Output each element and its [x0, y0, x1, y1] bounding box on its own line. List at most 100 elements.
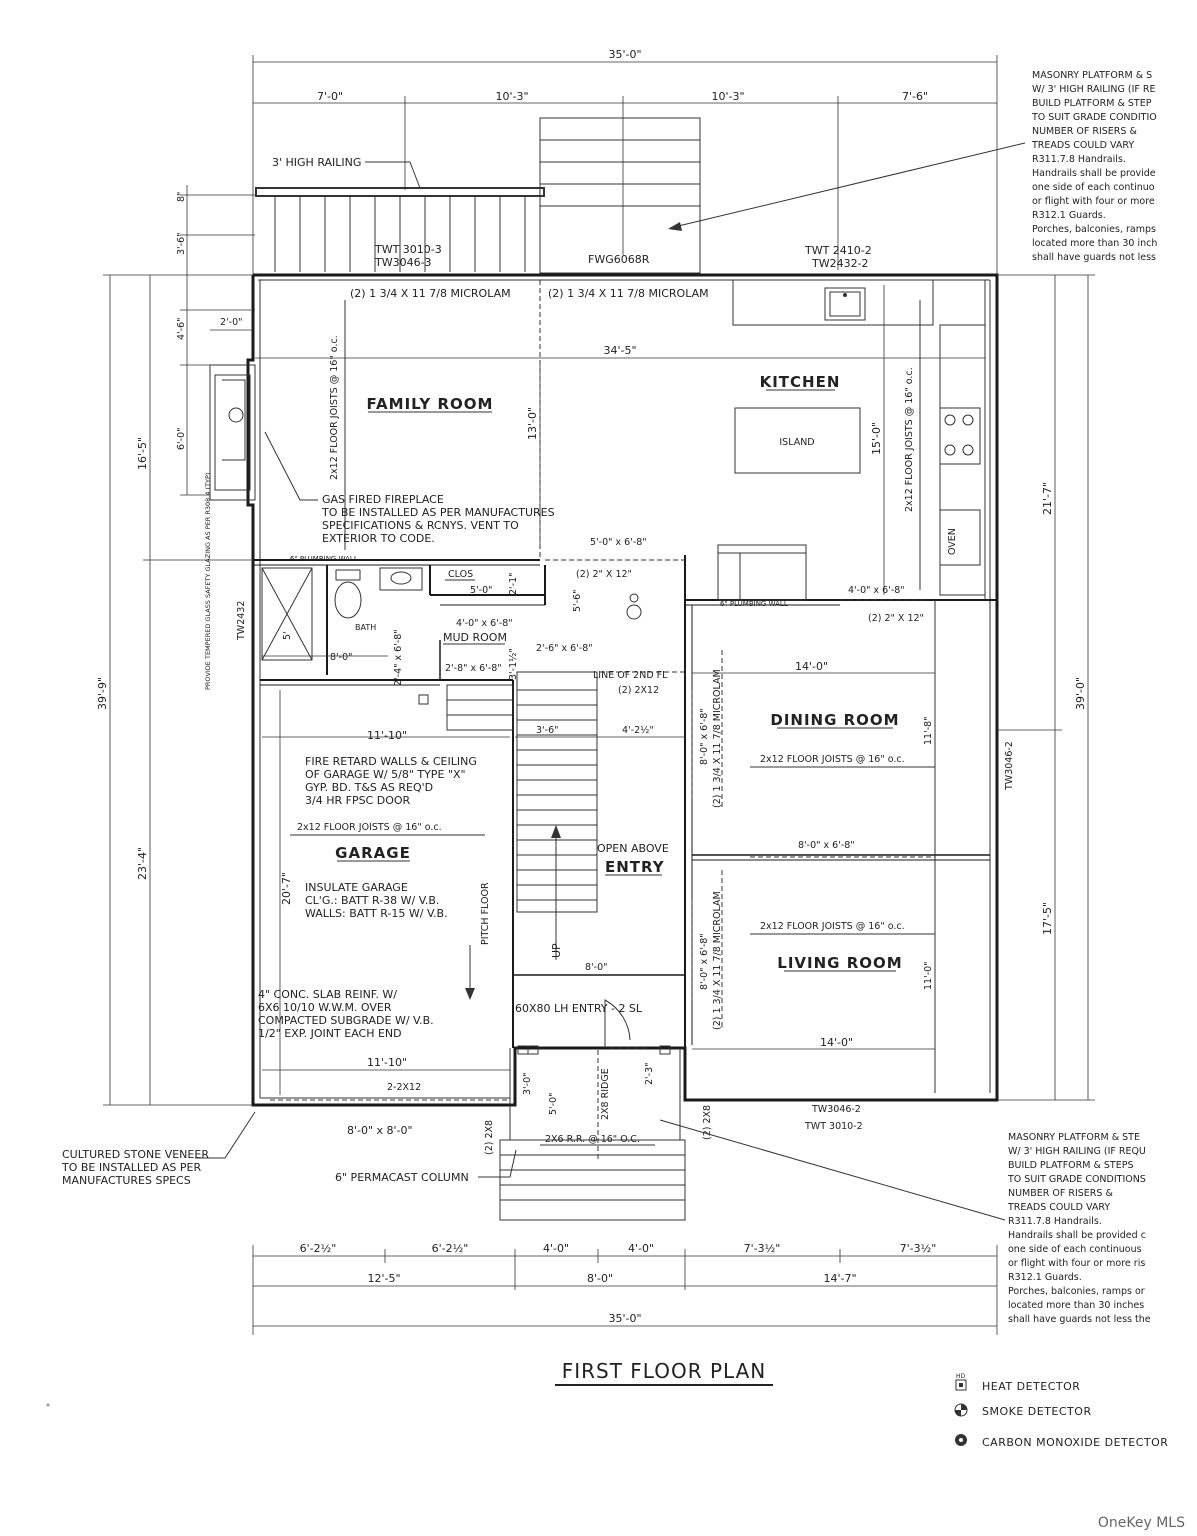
living-11-dim: 11'-0": [923, 961, 934, 990]
garage-1110-dim: 11'-10": [367, 729, 407, 742]
stone-veneer-note: CULTURED STONE VENEER TO BE INSTALLED AS…: [61, 1111, 256, 1187]
kitchen-15-dim: 15'-0": [870, 422, 883, 455]
entry-width-dim: 4'-2½": [622, 725, 654, 736]
note-bottom-10: or flight with four or more ris: [1008, 1258, 1145, 1269]
microlam-2: (2) 1 3/4 X 11 7/8 MICROLAM: [548, 287, 709, 300]
left-dim-a: 8": [176, 192, 187, 202]
smoke-detector-entry: [626, 604, 642, 620]
svg-text:HD: HD: [956, 1373, 966, 1380]
note-top-14: shall have guards not less: [1032, 252, 1156, 263]
tempered-glass-note: PROVIDE TEMPERED GLASS SAFETY GLAZING AS…: [204, 473, 212, 690]
fireplace: [209, 364, 256, 501]
porch-header-left: (2) 2X8: [484, 1120, 495, 1155]
insulate-note-3: WALLS: BATT R-15 W/ V.B.: [305, 907, 448, 920]
family-13-dim: 13'-0": [526, 407, 539, 440]
fire-note-3: GYP. BD. T&S AS REQ'D: [305, 781, 433, 794]
overall-bottom-dim: 35'-0": [608, 1312, 641, 1325]
right-lower-dim: 17'-5": [1041, 902, 1054, 935]
legend: HD HEAT DETECTOR SMOKE DETECTOR CARBON M…: [954, 1373, 1168, 1449]
living-window-1: TW3046-2: [811, 1104, 861, 1115]
oven-label: OVEN: [947, 528, 958, 555]
code-note-top: MASONRY PLATFORM & S W/ 3' HIGH RAILING …: [668, 70, 1157, 263]
stone-note-3: MANUFACTURES SPECS: [62, 1174, 191, 1187]
garage-door-label: 8'-0" x 8'-0": [347, 1124, 413, 1137]
left-dimensions: 39'-9" 16'-5" 23'-4" 8" 3'-6" 4'-6" 6'-0…: [96, 185, 255, 1106]
note-top-7: R311.7.8 Handrails.: [1032, 154, 1126, 165]
right-dimensions: 39'-0" 21'-7" 17'-5" TW3046-2: [997, 274, 1095, 1101]
header-2x12-a: (2) 2" X 12": [576, 569, 632, 580]
bottom-seg-a2: 6'-2½": [432, 1242, 469, 1255]
note-bottom-4: TO SUIT GRADE CONDITIONS: [1007, 1174, 1146, 1185]
slab-note-2: 6X6 10/10 W.W.M. OVER: [258, 1001, 392, 1014]
bottom-seg-b3: 14'-7": [823, 1272, 856, 1285]
legend-heat-detector: HEAT DETECTOR: [982, 1380, 1080, 1393]
right-upper-dim: 21'-7": [1041, 482, 1054, 515]
note-top-11: R312.1 Guards.: [1032, 210, 1106, 221]
note-top-1: MASONRY PLATFORM & S: [1032, 70, 1152, 81]
header-2x12-b: (2) 2" X 12": [868, 613, 924, 624]
note-bottom-13: located more than 30 inches: [1008, 1300, 1144, 1311]
garage: 11'-10" FIRE RETARD WALLS & CEILING OF G…: [258, 690, 510, 1137]
note-bottom-5: NUMBER OF RISERS &: [1008, 1188, 1113, 1199]
stair-56-dim: 5'-6": [572, 590, 583, 613]
living-14-dim: 14'-0": [820, 1036, 853, 1049]
stair-up-label: UP: [550, 943, 563, 958]
bottom-seg-a1: 6'-2½": [300, 1242, 337, 1255]
heat-detector-icon: [955, 1379, 967, 1391]
door-8068: 8'-0" x 6'-8": [798, 840, 855, 851]
right-overall-dim: 39'-0": [1074, 677, 1087, 710]
rear-deck: 3' HIGH RAILING: [255, 117, 701, 274]
porch-header-right: (2) 2X8: [702, 1105, 713, 1140]
note-top-2: W/ 3' HIGH RAILING (IF RE: [1032, 84, 1155, 95]
slab-note-4: 1/2" EXP. JOINT EACH END: [258, 1027, 402, 1040]
stair-entry: UP LINE OF 2ND FL (2) 2X12 3'-6" 4'-2½" …: [418, 593, 685, 1049]
living-microlam: (2) 1 3/4 X 11 7/8 MICROLAM: [712, 891, 723, 1030]
dining-room-label: DINING ROOM: [770, 711, 899, 729]
left-dim-c: 4'-6": [176, 318, 187, 341]
dining-14-dim: 14'-0": [795, 660, 828, 673]
living-room-label: LIVING ROOM: [777, 954, 902, 972]
bath-width-dim: 8'-0": [330, 652, 353, 663]
note-top-9: one side of each continuo: [1032, 182, 1155, 193]
note-top-5: NUMBER OF RISERS &: [1032, 126, 1137, 137]
slab-note-3: COMPACTED SUBGRADE W/ V.B.: [258, 1014, 434, 1027]
plumbing-wall-1: 6" PLUMBING WALL: [290, 555, 358, 563]
kitchen-label: KITCHEN: [760, 373, 841, 391]
living-window-2: TWT 3010-2: [804, 1121, 863, 1132]
heat-detector-mud: [418, 694, 429, 705]
overall-top-dim: 35'-0": [608, 48, 641, 61]
clos-dim: 5'-0": [470, 585, 493, 596]
co-detector-entry: [629, 593, 639, 603]
fwg-door: FWG6068R: [588, 253, 650, 266]
garage-joists: 2x12 FLOOR JOISTS @ 16" o.c.: [297, 822, 442, 833]
entry-door-label: 60X80 LH ENTRY - 2 SL: [515, 1002, 643, 1015]
note-bottom-3: BUILD PLATFORM & STEPS: [1008, 1160, 1134, 1171]
family-room: FAMILY ROOM (2) 1 3/4 X 11 7/8 MICROLAM …: [209, 280, 985, 560]
left-lower-dim: 23'-4": [136, 847, 149, 880]
entry-8-dim: 8'-0": [585, 962, 608, 973]
note-bottom-9: one side of each continuous: [1008, 1244, 1142, 1255]
plan-title: FIRST FLOOR PLAN: [555, 1359, 773, 1386]
insulate-note-1: INSULATE GARAGE: [305, 881, 408, 894]
kitchen: KITCHEN ISLAND OVEN 15'-0" 2x12 FLOOR JO…: [717, 279, 986, 601]
top-seg-2: 10'-3": [495, 90, 528, 103]
note-bottom-8: Handrails shall be provided c: [1008, 1230, 1146, 1241]
tw-right: TW2432-2: [811, 257, 869, 270]
note-top-10: or flight with four or more: [1032, 196, 1155, 207]
dining-door-dim: 8'-0" x 6'-8": [699, 708, 710, 765]
garage-label: GARAGE: [335, 844, 411, 862]
porch-ridge: 2X8 RIDGE: [600, 1068, 611, 1120]
fire-note-4: 3/4 HR FPSC DOOR: [305, 794, 411, 807]
fire-note-2: OF GARAGE W/ 5/8" TYPE "X": [305, 768, 466, 781]
oven: [939, 509, 981, 566]
porch-23-dim: 2'-3": [644, 1063, 655, 1086]
door-2-8: 2'-8" x 6'-8": [445, 663, 502, 674]
left-overall-dim: 39'-9": [96, 677, 109, 710]
bath-window: TW2432: [236, 601, 247, 641]
legend-smoke-detector: SMOKE DETECTOR: [982, 1405, 1092, 1418]
door-4068: 4'-0" x 6'-8": [848, 585, 905, 596]
door-2-6: 2'-6" x 6'-8": [536, 643, 593, 654]
bottom-seg-b2: 8'-0": [587, 1272, 613, 1285]
dining-room: 4'-0" x 6'-8" (2) 2" X 12" 6" PLUMBING W…: [691, 585, 935, 858]
